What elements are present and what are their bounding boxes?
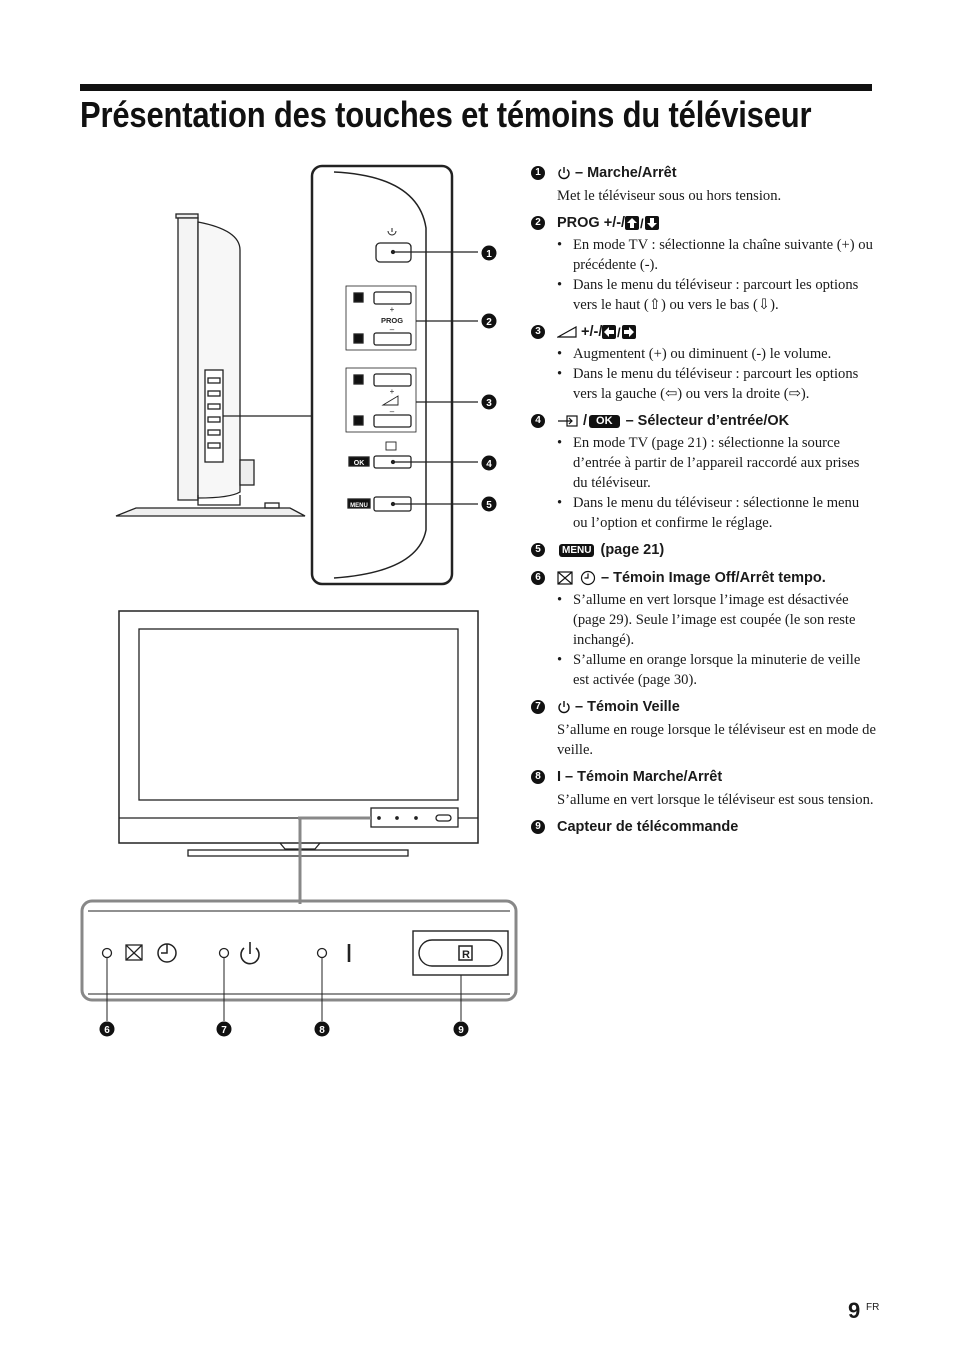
- input-icon: [557, 414, 579, 428]
- item-number: 3: [531, 325, 545, 339]
- item-label: – Marche/Arrêt: [575, 165, 677, 181]
- item-8: 8 I – Témoin Marche/Arrêt S’allume en ve…: [531, 766, 876, 810]
- callout-1: 1: [486, 249, 492, 260]
- power-icon: [557, 166, 571, 180]
- item-number: 9: [531, 820, 545, 834]
- item-label: Capteur de télécommande: [557, 819, 739, 835]
- prog-minus: –: [390, 325, 395, 334]
- item-label: +/-/: [581, 324, 603, 340]
- item-1: 1 – Marche/Arrêt Met le téléviseur sous …: [531, 162, 876, 206]
- item-label: – Témoin Image Off/Arrêt tempo.: [601, 570, 826, 586]
- ok-key-label: OK: [354, 460, 365, 467]
- prog-plus: +: [390, 305, 395, 314]
- svg-text:/: /: [617, 325, 621, 339]
- page-title: Présentation des touches et témoins du t…: [80, 94, 812, 135]
- prog-arrows-icon: /: [625, 216, 660, 230]
- callout-9: 9: [458, 1025, 464, 1036]
- tv-side-view: [115, 213, 312, 517]
- item-number: 2: [531, 216, 545, 230]
- bullet: S’allume en orange lorsque la minuterie …: [557, 650, 876, 690]
- vol-minus: –: [390, 407, 395, 416]
- callout-markers: [99, 245, 497, 1037]
- callout-6: 6: [104, 1025, 110, 1036]
- item-number: 5: [531, 543, 545, 557]
- bullet: En mode TV (page 21) : sélectionne la so…: [557, 433, 876, 493]
- callout-3: 3: [486, 398, 492, 409]
- descriptions-list: 1 – Marche/Arrêt Met le téléviseur sous …: [531, 162, 876, 844]
- item-label: – Sélecteur d’entrée/OK: [625, 413, 790, 429]
- callout-8: 8: [319, 1025, 325, 1036]
- bullet: En mode TV : sélectionne la chaîne suiva…: [557, 235, 876, 275]
- standby-icon: [557, 700, 571, 714]
- item-label: (page 21): [600, 542, 665, 558]
- item-label: PROG +/-/: [557, 215, 626, 231]
- item-4: 4 /OK – Sélecteur d’entrée/OK En mode TV…: [531, 410, 876, 533]
- item-number: 7: [531, 700, 545, 714]
- item-3: 3 +/-/ / Augmentent (+) ou diminuent (-)…: [531, 321, 876, 404]
- item-number: 8: [531, 770, 545, 784]
- item-number: 1: [531, 166, 545, 180]
- menu-key-label: MENU: [350, 503, 368, 509]
- item-label: I – Témoin Marche/Arrêt: [557, 769, 723, 785]
- vol-plus: +: [390, 387, 395, 396]
- title-rule: [80, 84, 872, 91]
- item-desc: S’allume en vert lorsque le téléviseur e…: [557, 792, 874, 808]
- picture-off-timer-icon: [557, 570, 597, 586]
- indicator-panel-closeup: R: [80, 899, 518, 1021]
- item-2: 2 PROG +/-/ / En mode TV : sélectionne l…: [531, 212, 876, 315]
- page-language: FR: [866, 1302, 880, 1313]
- bullet: Dans le menu du téléviseur : parcourt le…: [557, 364, 876, 404]
- item-7: 7 – Témoin Veille S’allume en rouge lors…: [531, 696, 876, 760]
- bullet: S’allume en vert lorsque l’image est dés…: [557, 590, 876, 650]
- page-number: 9: [848, 1298, 861, 1323]
- callout-4: 4: [486, 459, 492, 470]
- callout-7: 7: [221, 1025, 227, 1036]
- svg-text:/: /: [640, 216, 644, 230]
- bullet: Dans le menu du téléviseur : parcourt le…: [557, 275, 876, 315]
- control-panel-closeup: [310, 164, 478, 586]
- callout-5: 5: [486, 500, 492, 511]
- left-right-arrows-icon: /: [602, 325, 637, 339]
- item-5: 5 MENU (page 21): [531, 539, 876, 561]
- item-number: 4: [531, 414, 545, 428]
- callout-2: 2: [486, 317, 492, 328]
- bullet: Dans le menu du téléviseur : sélectionne…: [557, 493, 876, 533]
- menu-key-icon: MENU: [559, 543, 595, 557]
- tv-front-view: [118, 610, 479, 904]
- item-9: 9 Capteur de télécommande: [531, 816, 876, 838]
- item-6: 6 – Témoin Image Off/Arrêt tempo. S’allu…: [531, 567, 876, 690]
- item-number: 6: [531, 571, 545, 585]
- bullet: Augmentent (+) ou diminuent (-) le volum…: [557, 344, 876, 364]
- svg-text:R: R: [462, 949, 470, 961]
- prog-label: PROG: [381, 316, 403, 325]
- item-desc: S’allume en rouge lorsque le téléviseur …: [557, 722, 876, 758]
- ok-key: OK: [589, 414, 620, 428]
- volume-icon: [557, 326, 577, 338]
- item-desc: Met le téléviseur sous ou hors tension.: [557, 188, 782, 204]
- item-label: – Témoin Veille: [575, 699, 680, 715]
